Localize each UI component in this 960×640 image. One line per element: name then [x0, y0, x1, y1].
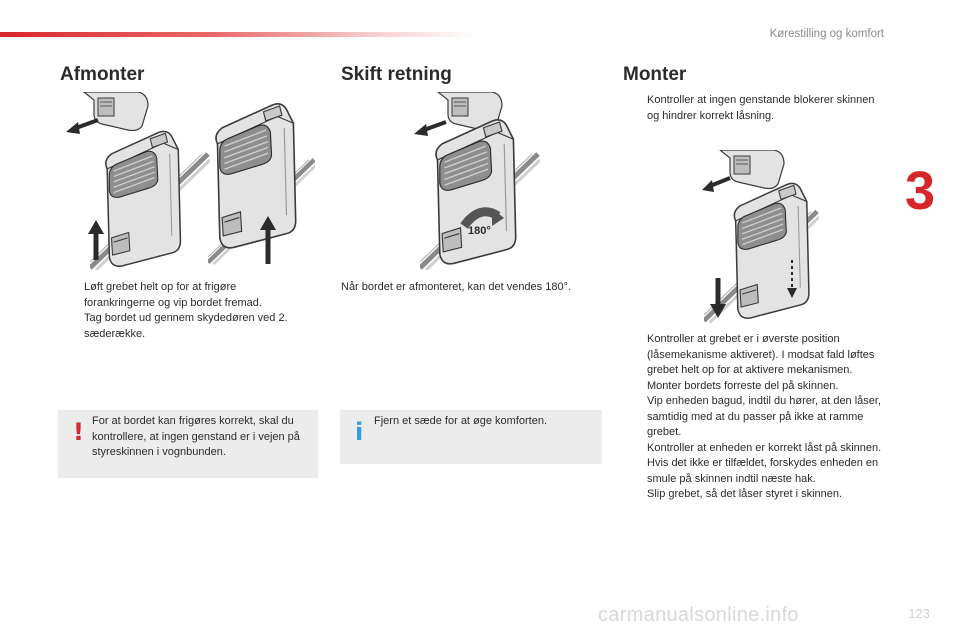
- list-item: Kontroller at grebet er i øverste positi…: [647, 333, 875, 376]
- chapter-title: Kørestilling og komfort: [769, 28, 884, 40]
- warning-box: ! For at bordet kan frigøres korrekt, sk…: [58, 410, 318, 478]
- rotation-label: 180°: [468, 225, 491, 237]
- list-item: Slip grebet, så det låser styret i skinn…: [647, 488, 843, 500]
- list-item: Kontroller at enheden er korrekt låst på…: [647, 441, 882, 485]
- illustration-rotate-table: 180°: [414, 92, 540, 270]
- skift-text: Når bordet er afmonteret, kan det vendes…: [341, 281, 572, 293]
- warning-text: For at bordet kan frigøres korrekt, skal…: [92, 415, 300, 458]
- section-title-monter: Monter: [623, 64, 687, 85]
- info-icon: i: [355, 418, 364, 446]
- monter-instructions: Kontroller at grebet er i øverste positi…: [623, 332, 888, 503]
- section-title-afmonter: Afmonter: [60, 64, 145, 85]
- section-title-skift-retning: Skift retning: [341, 64, 452, 85]
- list-item: Tag bordet ud gennem skydedøren ved 2. s…: [84, 312, 288, 340]
- info-text: Fjern et sæde for at øge komforten.: [374, 415, 548, 427]
- list-item: Kontroller at ingen genstande blokerer s…: [647, 94, 875, 122]
- page-number: 123: [908, 606, 930, 621]
- monter-intro: Kontroller at ingen genstande blokerer s…: [623, 93, 888, 124]
- list-item: Vip enheden bagud, indtil du hører, at d…: [647, 395, 882, 438]
- chapter-number: 3: [905, 161, 936, 221]
- header-accent-bar: [0, 32, 480, 37]
- list-item: Monter bordets forreste del på skinnen.: [647, 379, 839, 392]
- afmonter-instructions: Løft grebet helt op for at frigøre foran…: [60, 280, 300, 342]
- illustration-remove-table: [66, 92, 315, 270]
- info-box: i Fjern et sæde for at øge komforten.: [340, 410, 602, 464]
- illustration-install-table: [702, 150, 820, 328]
- warning-icon: !: [73, 418, 84, 446]
- list-item: Løft grebet helt op for at frigøre foran…: [84, 281, 262, 309]
- watermark: carmanualsonline.info: [598, 604, 799, 626]
